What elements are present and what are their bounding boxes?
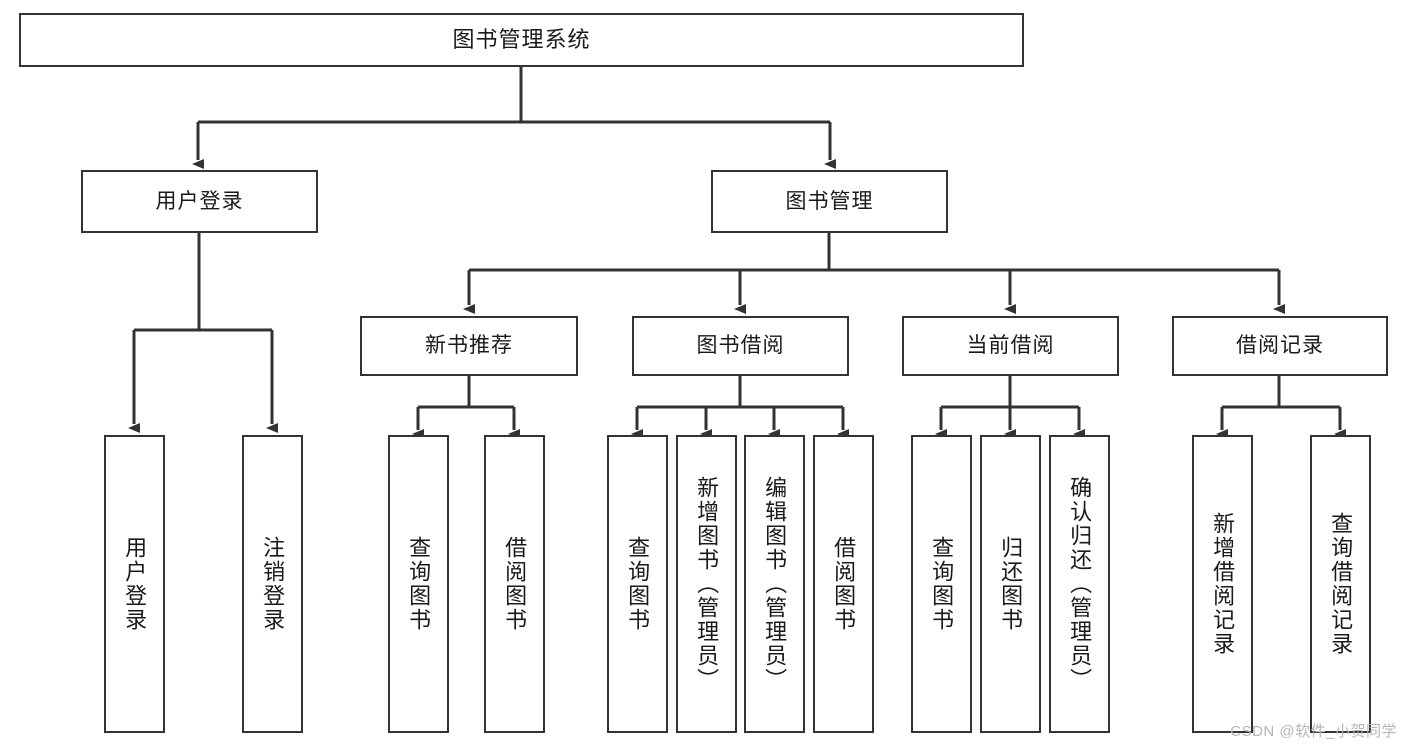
node-borrow-record[interactable]: 借阅记录 [1172,316,1388,376]
node-leaf-confirm-return[interactable]: 确认归还（管理员） [1049,435,1110,733]
node-label: 借阅记录 [1236,334,1324,358]
node-label: 新增借阅记录 [1210,512,1236,656]
node-leaf-query-record[interactable]: 查询借阅记录 [1310,435,1371,733]
node-label: 当前借阅 [966,334,1055,358]
node-leaf-query-book-2[interactable]: 查询图书 [607,435,668,733]
node-label: 图书借阅 [696,334,785,358]
node-label: 查询图书 [406,536,432,632]
node-label: 图书管理 [785,189,874,213]
node-label: 编辑图书（管理员） [762,476,788,692]
node-current-borrow[interactable]: 当前借阅 [902,316,1119,376]
node-leaf-add-record[interactable]: 新增借阅记录 [1192,435,1253,733]
node-label: 借阅图书 [831,536,857,632]
node-label: 确认归还（管理员） [1067,476,1093,692]
node-leaf-user-login[interactable]: 用户登录 [104,435,165,733]
node-label: 新增图书（管理员） [694,476,720,692]
node-leaf-query-book-1[interactable]: 查询图书 [388,435,449,733]
node-book-borrow[interactable]: 图书借阅 [632,316,849,376]
node-label: 查询图书 [929,536,955,632]
node-leaf-borrow-book-1[interactable]: 借阅图书 [484,435,545,733]
node-label: 归还图书 [998,536,1024,632]
node-label: 查询借阅记录 [1328,512,1354,656]
node-book-management[interactable]: 图书管理 [711,170,948,233]
node-user-login[interactable]: 用户登录 [81,170,318,233]
node-new-book-recommend[interactable]: 新书推荐 [360,316,578,376]
node-label: 图书管理系统 [452,26,591,52]
watermark: CSDN @软件_小贺同学 [1230,723,1397,740]
node-label: 用户登录 [155,189,244,213]
node-label: 注销登录 [260,536,286,632]
node-leaf-logout[interactable]: 注销登录 [242,435,303,733]
node-leaf-borrow-book-2[interactable]: 借阅图书 [813,435,874,733]
node-leaf-edit-book[interactable]: 编辑图书（管理员） [744,435,805,733]
node-label: 用户登录 [122,536,148,632]
node-label: 查询图书 [625,536,651,632]
node-leaf-add-book[interactable]: 新增图书（管理员） [676,435,737,733]
node-book-management-system[interactable]: 图书管理系统 [19,13,1024,67]
node-leaf-query-book-3[interactable]: 查询图书 [911,435,972,733]
node-leaf-return-book[interactable]: 归还图书 [980,435,1041,733]
node-label: 新书推荐 [425,334,513,358]
node-label: 借阅图书 [502,536,528,632]
